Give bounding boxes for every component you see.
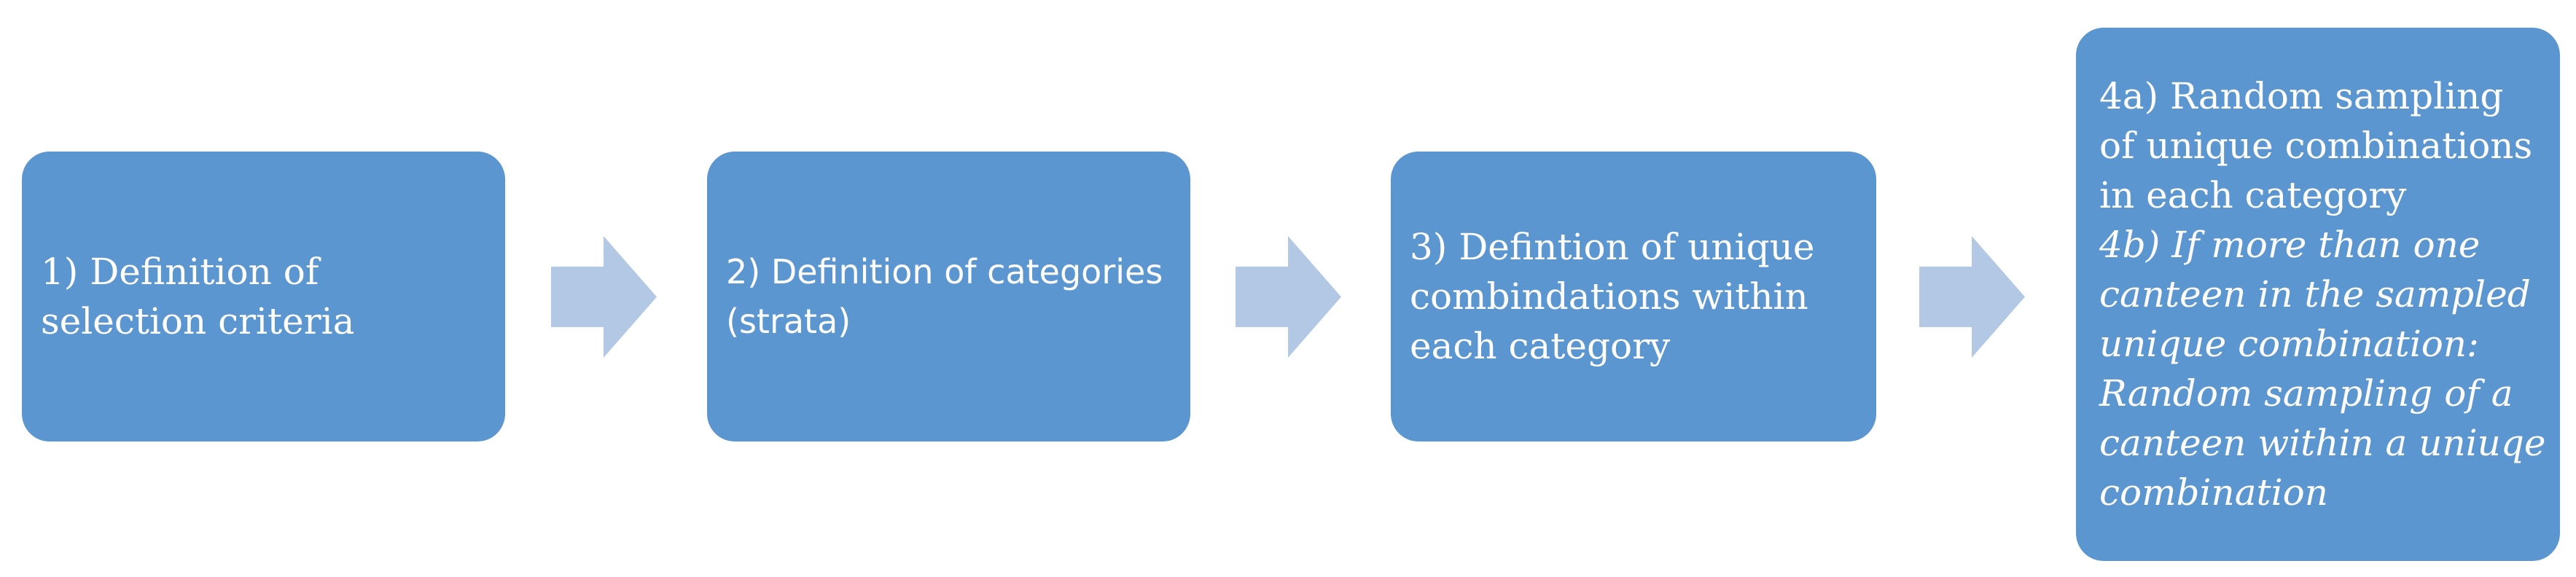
right-arrow-icon	[551, 236, 657, 358]
step-1-label: 1) Definition of selection criteria	[41, 251, 355, 342]
right-arrow-icon	[1236, 236, 1341, 358]
step-4-content: 4a) Random sampling of unique combinatio…	[2099, 71, 2550, 517]
step-4b-label: 4b) If more than one canteen in the samp…	[2099, 224, 2546, 514]
step-3-box: 3) Defintion of unique combindations wit…	[1391, 152, 1876, 441]
step-3-label: 3) Defintion of unique combindations wit…	[1410, 226, 1815, 367]
step-4a-label: 4a) Random sampling of unique combinatio…	[2099, 75, 2533, 216]
step-2-box: 2) Definition of categories (strata)	[707, 152, 1190, 441]
step-1-box: 1) Definition of selection criteria	[22, 152, 505, 441]
step-2-label: 2) Definition of categories (strata)	[726, 252, 1163, 341]
step-4-box: 4a) Random sampling of unique combinatio…	[2076, 28, 2560, 561]
right-arrow-icon	[1919, 236, 2025, 358]
